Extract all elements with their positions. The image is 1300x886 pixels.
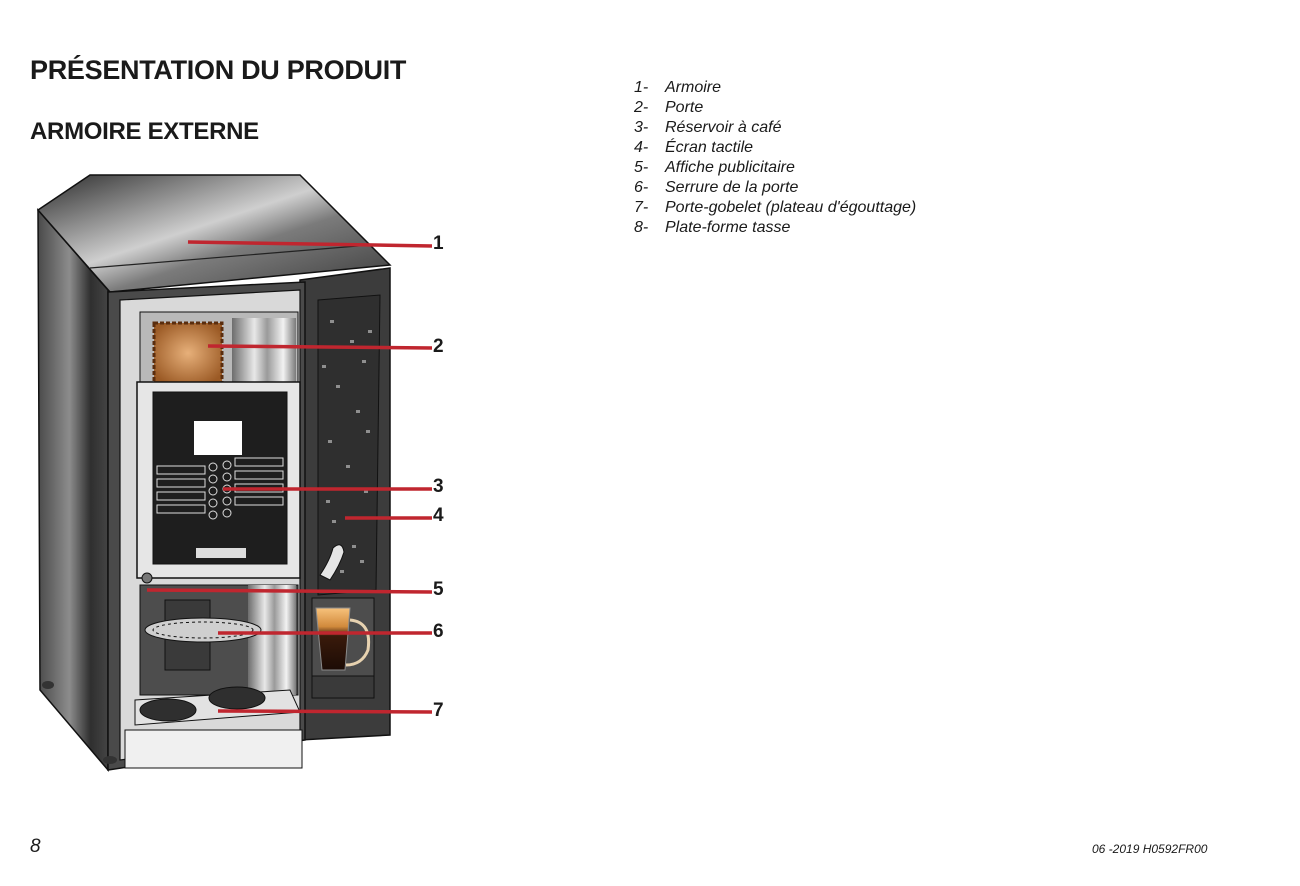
- callout-number: 7: [433, 700, 444, 721]
- callout-number: 2: [433, 336, 444, 357]
- document-code: 06 -2019 H0592FR00: [1092, 842, 1208, 856]
- legend-number: 3-: [634, 119, 649, 136]
- callout-number: 1: [433, 233, 444, 254]
- legend-item: 1- Armoire: [634, 78, 916, 98]
- legend-label: Plate-forme tasse: [665, 219, 791, 236]
- callout-number: 4: [433, 505, 444, 526]
- legend-label: Porte-gobelet (plateau d'égouttage): [665, 199, 917, 216]
- legend-item: 5- Affiche publicitaire: [634, 158, 916, 178]
- legend-label: Armoire: [665, 79, 722, 96]
- legend-item: 8- Plate-forme tasse: [634, 218, 916, 238]
- page-number: 8: [30, 836, 41, 857]
- callout-number: 6: [433, 621, 444, 642]
- legend-number: 1-: [634, 79, 649, 96]
- legend-item: 3- Réservoir à café: [634, 118, 916, 138]
- legend-number: 7-: [634, 199, 649, 216]
- legend-number: 5-: [634, 159, 649, 176]
- legend-item: 4- Écran tactile: [634, 138, 916, 158]
- callout-number: 3: [433, 476, 444, 497]
- callout-lines: [146, 240, 433, 714]
- page-title: PRÉSENTATION DU PRODUIT: [30, 55, 407, 85]
- legend-item: 6- Serrure de la porte: [634, 178, 916, 198]
- callout-number: 5: [433, 579, 444, 600]
- legend-number: 6-: [634, 179, 649, 196]
- section-title: ARMOIRE EXTERNE: [30, 118, 259, 145]
- legend-label: Porte: [665, 99, 704, 116]
- coffee-machine-illustration: [36, 174, 433, 773]
- legend-number: 4-: [634, 139, 649, 156]
- legend-label: Serrure de la porte: [665, 179, 799, 196]
- legend-item: 2- Porte: [634, 98, 916, 118]
- parts-legend: 1- Armoire 2- Porte 3- Réservoir à café 4- É…: [634, 78, 916, 238]
- legend-number: 8-: [634, 219, 649, 236]
- legend-label: Réservoir à café: [665, 119, 782, 136]
- legend-number: 2-: [634, 99, 649, 116]
- legend-item: 7- Porte-gobelet (plateau d'égouttage): [634, 198, 916, 218]
- legend-label: Affiche publicitaire: [665, 159, 795, 176]
- legend-label: Écran tactile: [665, 139, 754, 156]
